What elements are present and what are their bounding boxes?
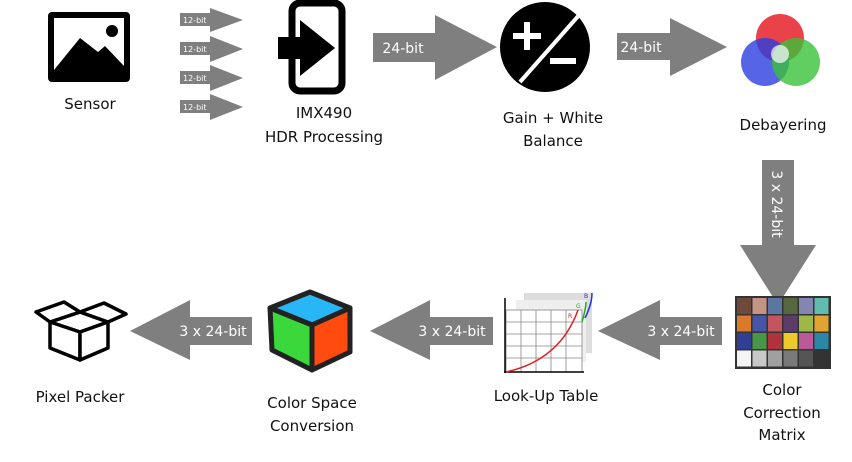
lut-label: Look-Up Table [494,387,599,405]
arrow-12bit-3: 12-bit [180,65,243,91]
arrow-label: 3 x 24-bit [179,324,247,340]
color-swatch [737,333,751,349]
arrow-12bit-label: 12-bit [183,103,207,112]
ccm-label-3: Matrix [758,426,805,444]
color-swatch [737,298,751,314]
color-swatch [814,315,829,332]
color-swatch [783,298,798,314]
lut-curve-r: R [568,313,572,320]
ccm-label-2: Correction [743,404,821,422]
open-box-icon [34,300,128,362]
arrow-12bit-4: 12-bit [180,94,243,120]
ccm-label-1: Color [762,381,802,399]
arrow-debayer-to-ccm: 3 x 24-bit [740,160,816,305]
arrow-label: 3 x 24-bit [647,324,715,340]
color-swatch [814,298,829,314]
rgb-circles-icon [741,14,820,86]
arrow-label: 3 x 24-bit [768,170,784,238]
sensor-label: Sensor [64,95,116,113]
import-icon [278,0,346,95]
color-swatch [799,350,813,367]
color-swatch [752,298,767,314]
color-swatch [768,298,782,314]
arrow-12bit-1: 12-bit [180,8,243,32]
arrow-lut-to-csc: 3 x 24-bit [370,300,493,360]
cube-icon [267,289,353,373]
color-swatch [799,333,813,349]
color-swatch [814,350,829,367]
arrow-label: 24-bit [620,40,662,56]
arrow-label: 24-bit [382,41,424,57]
arrow-ccm-to-lut: 3 x 24-bit [598,300,722,360]
arrow-12bit-2: 12-bit [180,36,243,62]
image-icon [48,12,130,82]
csc-label-2: Conversion [270,417,354,435]
color-swatch [799,298,813,314]
imx490-label-2: HDR Processing [265,128,383,146]
color-swatch [783,333,798,349]
color-swatch [768,333,782,349]
arrow-12bit-label: 12-bit [183,74,207,83]
color-swatch [814,333,829,349]
arrow-csc-to-packer: 3 x 24-bit [130,300,252,360]
lut-curve-b: B [584,293,588,300]
imx490-label-1: IMX490 [296,104,352,122]
color-swatch [737,350,751,367]
arrow-imx-to-gain: 24-bit [373,15,497,80]
color-swatch [799,315,813,332]
color-swatch [752,333,767,349]
csc-label-1: Color Space [267,394,357,412]
gain-label-2: Balance [523,132,583,150]
packer-label: Pixel Packer [36,388,126,406]
color-swatch [737,315,751,332]
color-checker-icon [735,296,831,369]
curve-chart-icon: R G B [504,292,593,373]
arrow-12bit-label: 12-bit [183,16,207,25]
color-swatch [768,315,782,332]
plus-minus-icon [500,2,590,92]
color-swatch [768,350,782,367]
color-swatch [752,350,767,367]
lut-curve-g: G [576,303,581,310]
color-swatch [783,350,798,367]
arrow-label: 3 x 24-bit [418,324,486,340]
color-swatch [783,315,798,332]
color-swatch [752,315,767,332]
arrow-12bit-label: 12-bit [183,45,207,54]
gain-label-1: Gain + White [503,109,603,127]
arrow-gain-to-debayer: 24-bit [617,18,727,76]
debayer-label: Debayering [740,116,827,134]
